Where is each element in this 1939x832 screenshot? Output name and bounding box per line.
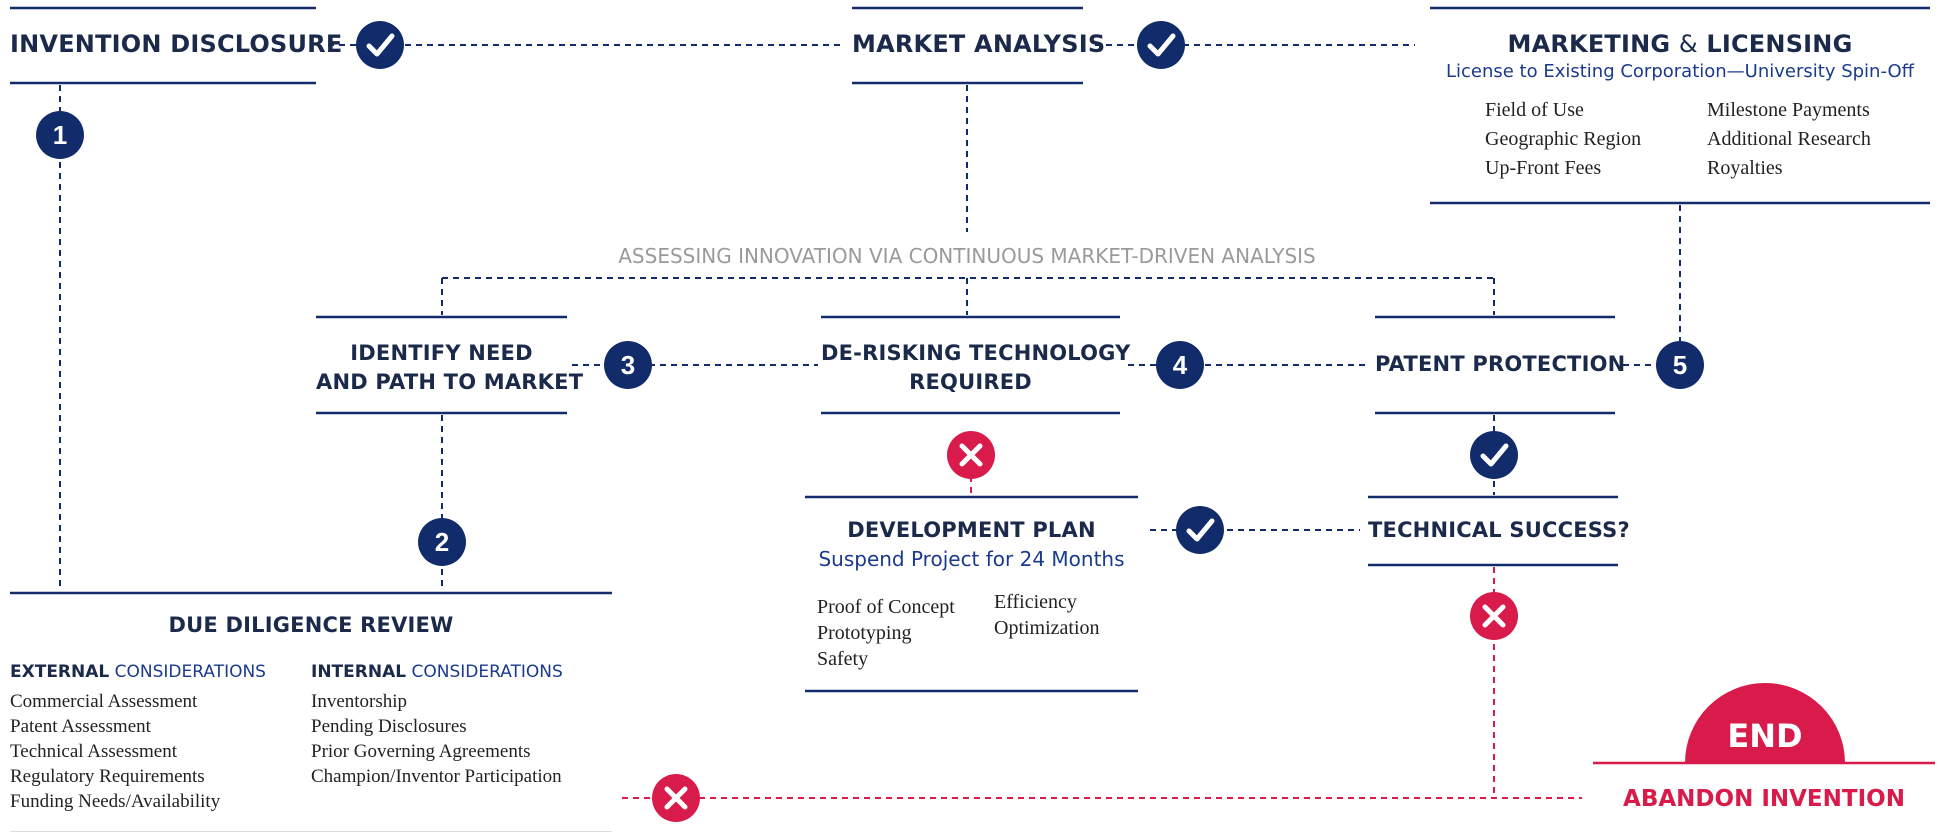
licensing-terms-left: Field of Use Geographic Region Up-Front … [1485,100,1641,187]
development-items-left: Proof of Concept Prototyping Safety [817,597,955,675]
internal-item: Prior Governing Agreements [311,741,531,762]
development-plan-title: DEVELOPMENT PLAN [847,518,1096,542]
licensing-term: Milestone Payments [1707,99,1870,121]
internal-item: Pending Disclosures [311,716,467,737]
external-item: Patent Assessment [10,716,151,737]
internal-considerations-heading: INTERNAL CONSIDERATIONS [311,662,563,682]
development-item: Optimization [994,617,1100,639]
marketing-licensing-subtitle: License to Existing Corporation—Universi… [1445,61,1915,82]
step-badge-2-label: 2 [435,527,449,557]
licensing-term: Royalties [1707,157,1783,179]
licensing-terms-right: Milestone Payments Additional Research R… [1707,100,1871,187]
external-item: Commercial Assessment [10,691,198,712]
external-considerations-heading: EXTERNAL CONSIDERATIONS [10,662,266,682]
due-diligence-title: DUE DILIGENCE REVIEW [168,613,454,637]
ampersand: & [1678,30,1698,58]
external-bold: EXTERNAL [10,662,110,682]
de-risking-title: DE-RISKING TECHNOLOGY REQUIRED [821,339,1131,397]
internal-item: Inventorship [311,691,408,712]
x-circle-icon [947,431,995,479]
identify-need-line: AND PATH TO MARKET [316,370,584,394]
development-plan-subtitle: Suspend Project for 24 Months [818,547,1125,571]
step-badge-5-label: 5 [1673,350,1687,380]
step-badge-1 [36,111,84,159]
licensing-term: Field of Use [1485,99,1584,121]
market-analysis-title: MARKET ANALYSIS [852,30,1106,58]
check-circle-icon [1176,506,1224,554]
licensing-word: LICENSING [1706,30,1853,58]
external-rest: CONSIDERATIONS [109,662,266,682]
assessing-note: ASSESSING INNOVATION VIA CONTINUOUS MARK… [560,244,1374,268]
de-risking-line: REQUIRED [909,370,1032,394]
external-item: Regulatory Requirements [10,766,205,787]
step-badge-1-label: 1 [53,120,67,150]
step-badge-4 [1156,341,1204,389]
development-item: Safety [817,648,869,670]
step-badge-4-label: 4 [1173,350,1188,380]
x-circle-icon [1470,592,1518,640]
end-semicircle [1685,683,1845,763]
identify-need-line: IDENTIFY NEED [350,341,533,365]
internal-rest: CONSIDERATIONS [406,662,563,682]
patent-protection-title: PATENT PROTECTION [1375,352,1626,376]
end-label: END [1727,717,1803,755]
external-item: Technical Assessment [10,741,177,762]
abandon-invention-caption: ABANDON INVENTION [1623,786,1905,812]
technical-success-title: TECHNICAL SUCCESS? [1368,518,1630,542]
development-item: Efficiency [994,591,1077,613]
internal-bold: INTERNAL [311,662,407,682]
identify-need-title: IDENTIFY NEED AND PATH TO MARKET [316,339,584,397]
step-badge-3-label: 3 [621,350,635,380]
check-circle-icon [356,21,404,69]
check-circle-icon [1470,431,1518,479]
x-circle-icon [652,774,700,822]
development-item: Proof of Concept [817,596,955,618]
development-item: Prototyping [817,622,912,644]
marketing-word: MARKETING [1507,30,1671,58]
licensing-term: Up-Front Fees [1485,157,1602,179]
step-badge-3 [604,341,652,389]
step-badge-5 [1656,341,1704,389]
development-items-right: Efficiency Optimization [994,592,1100,644]
licensing-term: Geographic Region [1485,128,1642,150]
check-circle-icon [1137,21,1185,69]
internal-considerations-list: Inventorship Pending Disclosures Prior G… [311,692,562,792]
step-badge-2 [418,518,466,566]
external-item: Funding Needs/Availability [10,791,221,812]
internal-item: Champion/Inventor Participation [311,766,562,787]
external-considerations-list: Commercial Assessment Patent Assessment … [10,692,220,817]
licensing-term: Additional Research [1707,128,1871,150]
invention-disclosure-title: INVENTION DISCLOSURE [10,30,343,58]
marketing-licensing-title: MARKETING & LICENSING [1430,30,1930,58]
de-risking-line: DE-RISKING TECHNOLOGY [821,341,1131,365]
